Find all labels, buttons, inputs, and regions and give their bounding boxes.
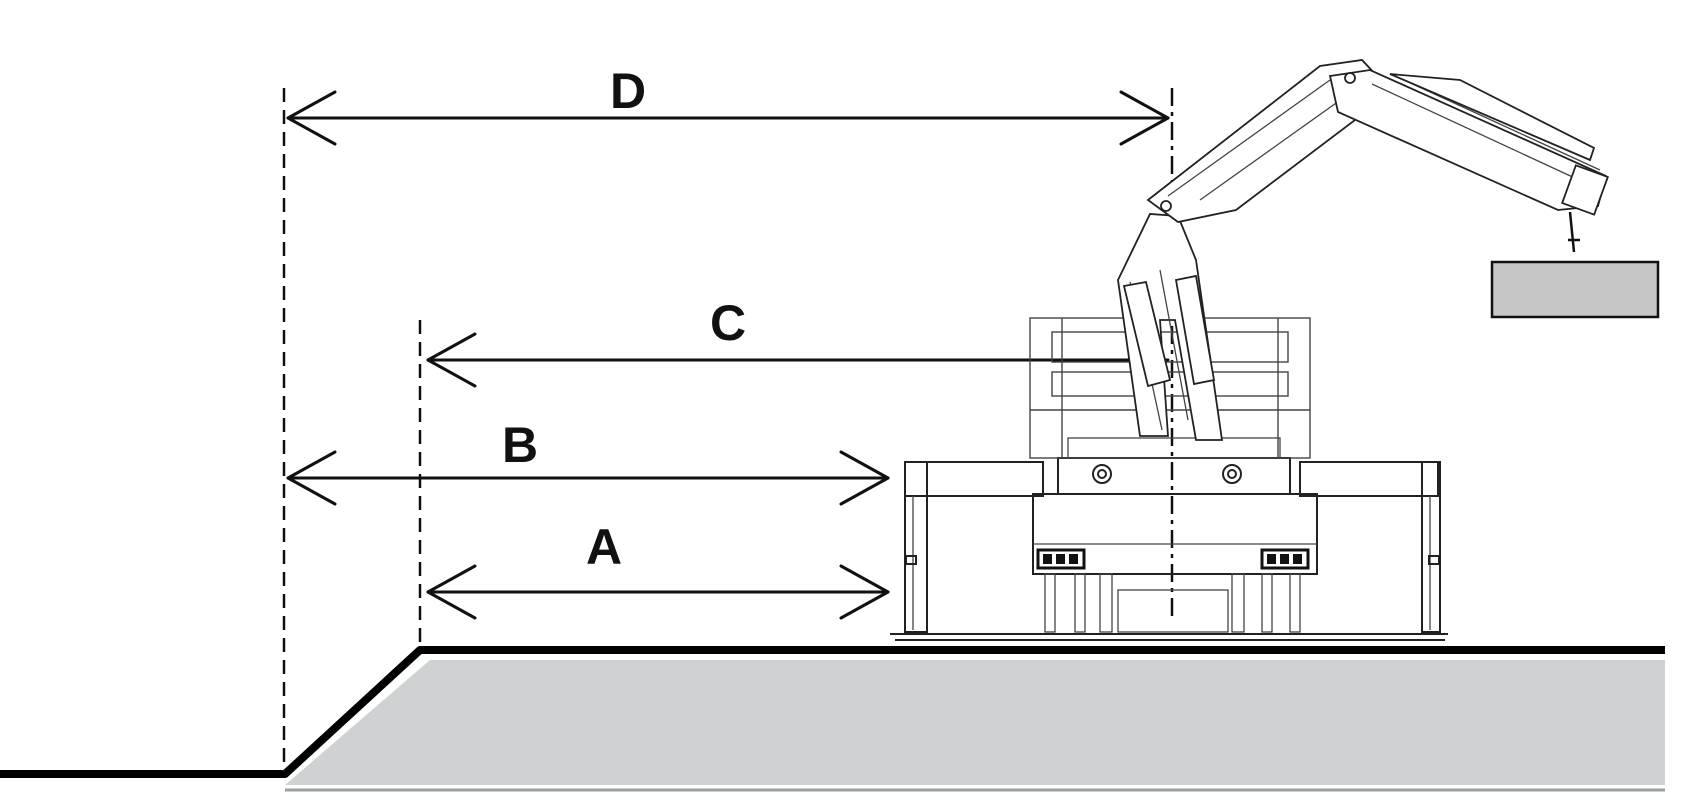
dimension-d: D <box>286 63 1170 146</box>
ground-outline <box>0 646 1665 778</box>
left-outrigger-leg <box>904 461 928 633</box>
left-vent <box>1036 548 1086 570</box>
right-outrigger-beam <box>1299 461 1439 497</box>
dimension-c-label: C <box>710 295 746 351</box>
dimension-a-label: A <box>586 519 622 575</box>
crane-boom <box>1117 59 1609 441</box>
crane-base <box>890 317 1448 641</box>
dimension-d-label: D <box>610 63 646 119</box>
dimension-b: B <box>286 417 890 506</box>
left-outrigger-beam <box>904 461 1044 497</box>
dimension-b-label: B <box>502 417 538 473</box>
boom-tip <box>1561 164 1609 216</box>
dimension-c: C <box>426 295 1170 388</box>
right-vent <box>1260 548 1310 570</box>
cage-frame <box>1029 317 1311 459</box>
dimension-a: A <box>426 519 890 620</box>
ground-embankment <box>0 646 1665 792</box>
ground-fill <box>285 660 1665 785</box>
right-outrigger-leg <box>1421 461 1441 633</box>
suspended-load <box>1490 260 1660 319</box>
